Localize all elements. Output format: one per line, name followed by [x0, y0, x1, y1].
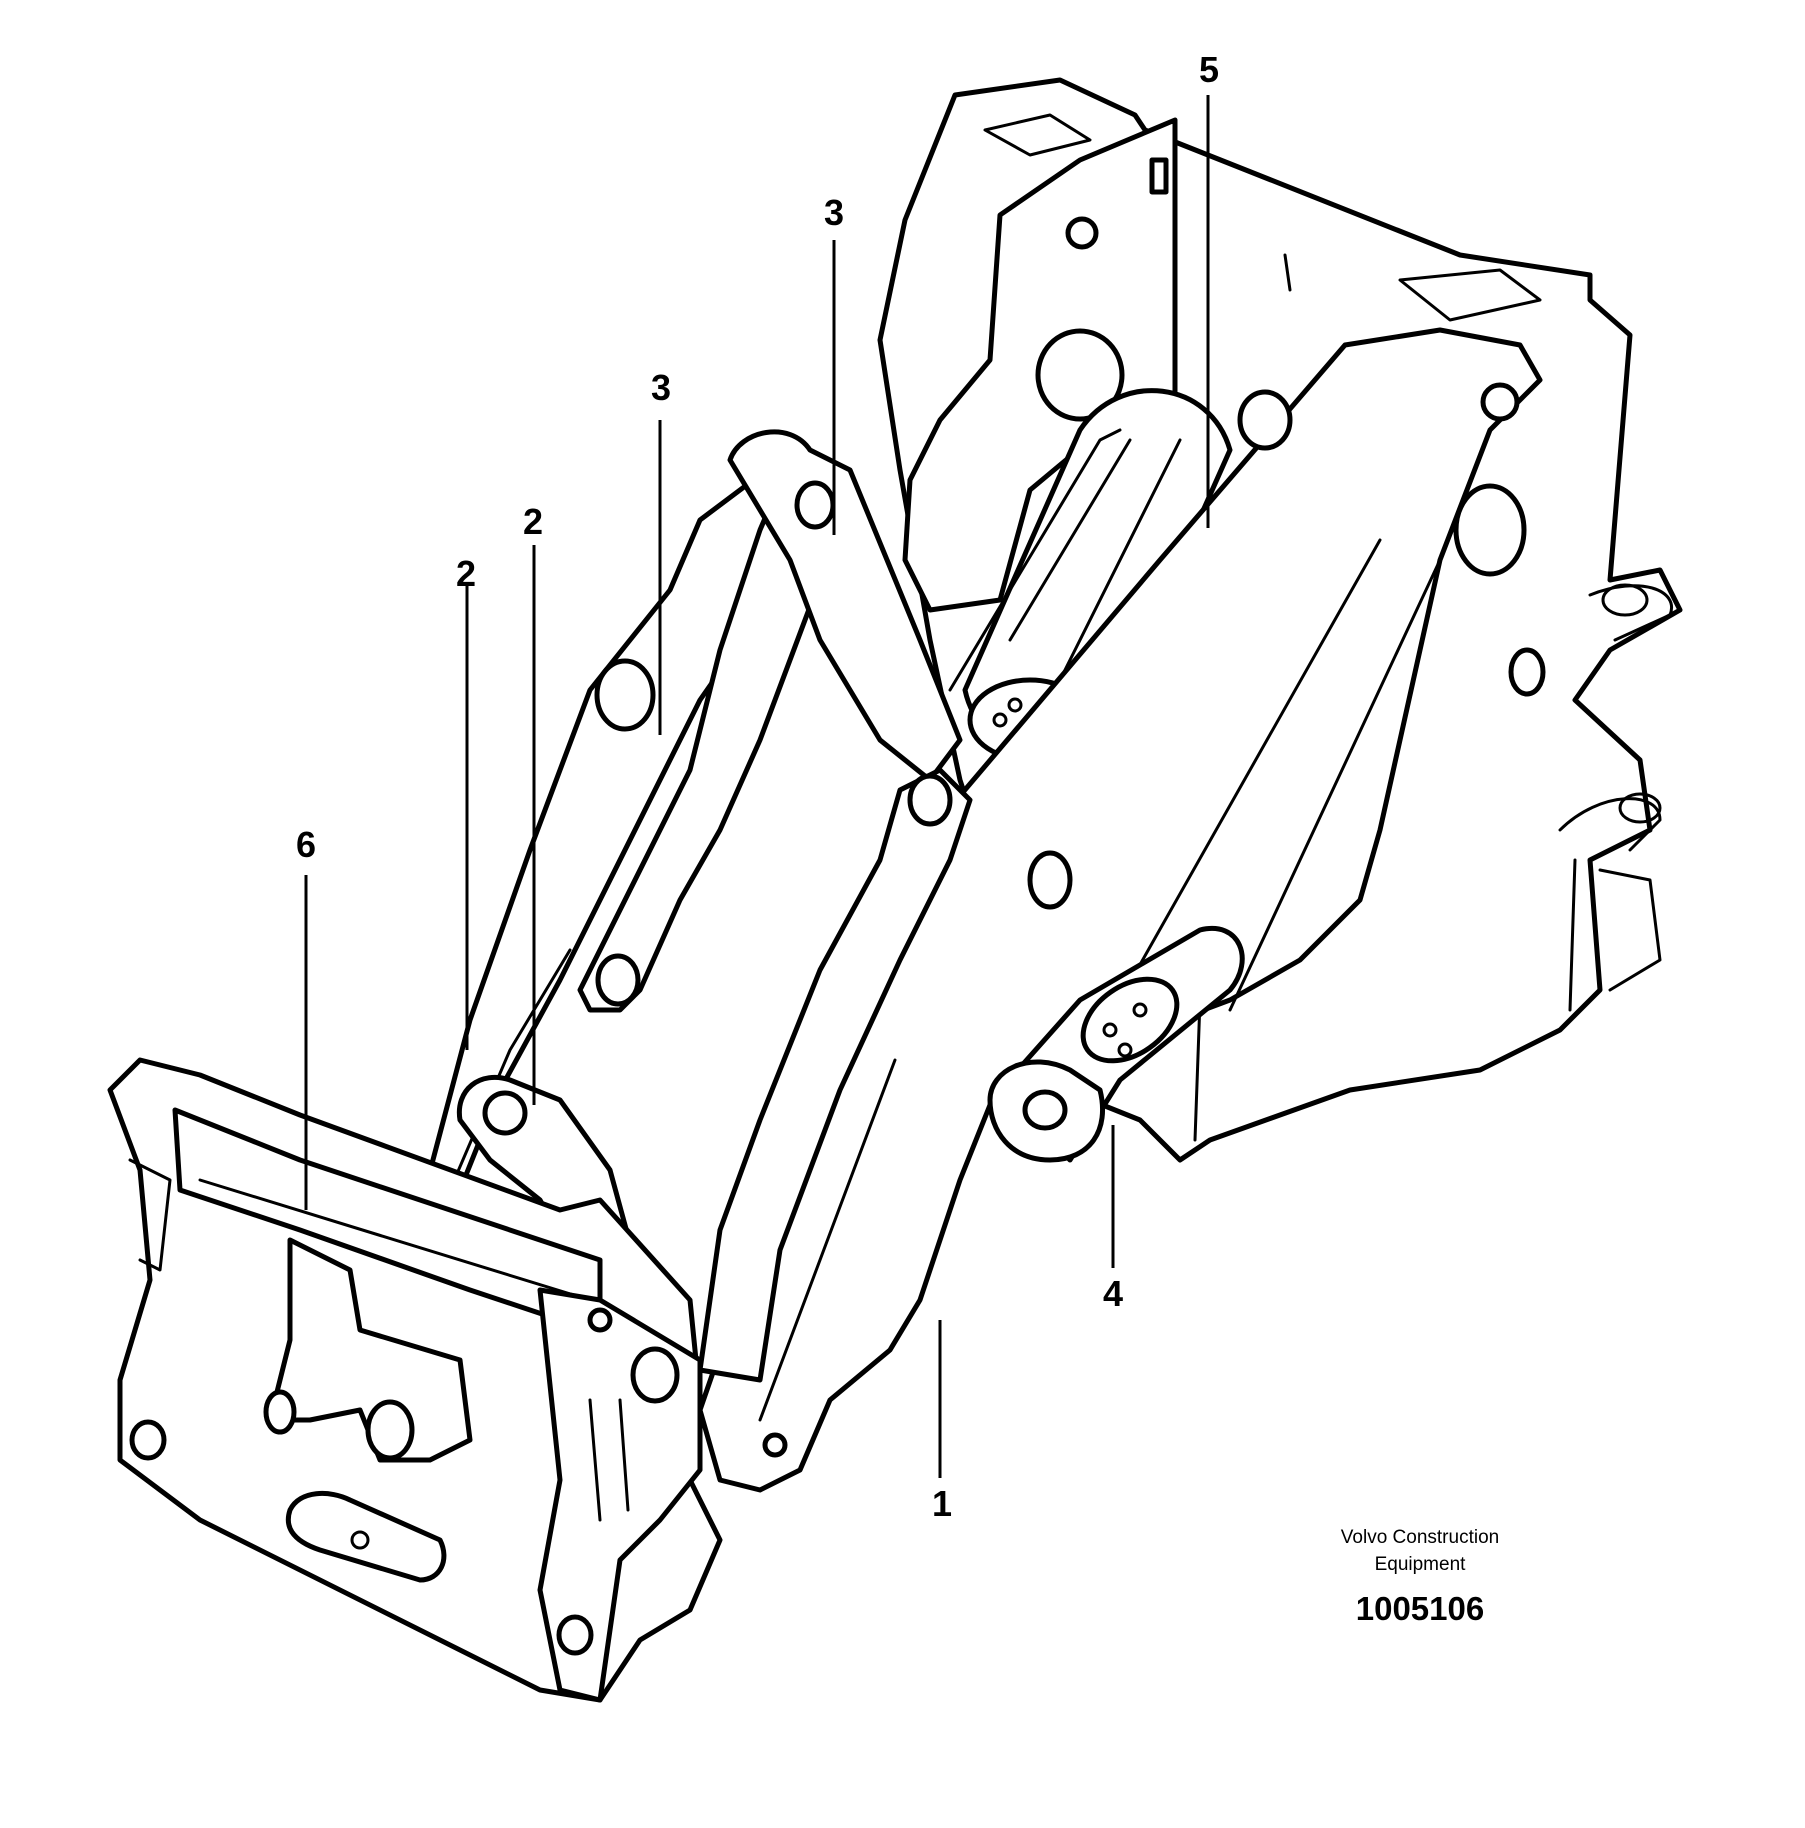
callout-5: 5 — [1199, 49, 1219, 90]
manufacturer-caption: Volvo Construction Equipment — [1290, 1524, 1550, 1578]
callout-4: 4 — [1103, 1273, 1123, 1314]
left-tower-plate — [902, 117, 1178, 613]
callout-labels: 1 2 2 3 3 4 5 6 — [296, 49, 1219, 1524]
callout-2a: 2 — [456, 553, 476, 594]
tilt-lever — [577, 429, 963, 1013]
manufacturer-line-2: Equipment — [1374, 1554, 1466, 1575]
right-boom-arm — [697, 327, 1546, 1493]
manufacturer-line-1: Volvo Construction — [1340, 1527, 1500, 1548]
front-tilt-link — [697, 767, 973, 1383]
callout-2b: 2 — [523, 501, 543, 542]
drawing-number: 1005106 — [1355, 1590, 1485, 1627]
callout-1: 1 — [932, 1483, 952, 1524]
callout-3b: 3 — [824, 192, 844, 233]
callout-6: 6 — [296, 824, 316, 865]
callout-leaders — [304, 95, 1210, 1478]
callout-3a: 3 — [651, 367, 671, 408]
tilt-cylinder — [987, 926, 1245, 1163]
quick-coupler — [107, 1057, 723, 1703]
